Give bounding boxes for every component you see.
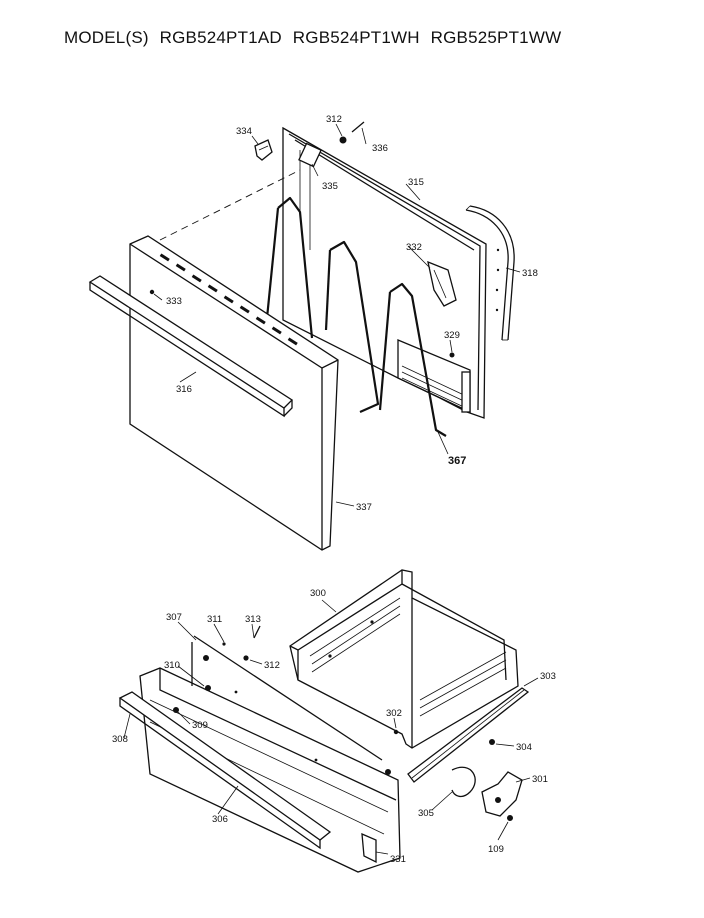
callout-312-lower: 312: [264, 660, 280, 671]
screw-313: [253, 625, 261, 639]
drawer-body-300: [289, 569, 519, 749]
callout-318: 318: [522, 268, 538, 279]
nut-304: [489, 739, 495, 745]
screw-312-336: [339, 121, 365, 144]
callout-312-upper: 312: [326, 114, 342, 125]
alignment-dash-line: [159, 169, 301, 241]
bracket-332: [427, 260, 457, 307]
callout-306: 306: [212, 814, 228, 825]
drawer-rail-303: [407, 687, 530, 783]
callout-109: 109: [488, 844, 504, 855]
screw-310: [203, 655, 209, 661]
outer-door-panel-337: [129, 235, 339, 551]
drawer-front-306: [139, 667, 401, 873]
drawer-top-strip-307: [173, 625, 383, 761]
screw-329-dot: [449, 352, 455, 358]
callout-labels: 334 312 336 335 315 332 318 333 329 316 …: [112, 114, 556, 865]
spring-clip-305: [451, 766, 476, 798]
callout-313: 313: [245, 614, 261, 625]
bracket-301: [481, 771, 523, 821]
callout-304: 304: [516, 742, 532, 753]
callout-331: 331: [390, 854, 406, 865]
door-spring-rods-367: [264, 196, 447, 437]
door-inner-liner-315: [282, 126, 487, 419]
callout-335: 335: [322, 181, 338, 192]
model-number-2: RGB524PT1WH: [292, 28, 420, 47]
callout-336: 336: [372, 143, 388, 154]
callout-333: 333: [166, 296, 182, 307]
callout-332: 332: [406, 242, 422, 253]
screw-309: [173, 707, 179, 713]
callout-301: 301: [532, 774, 548, 785]
callout-305: 305: [418, 808, 434, 819]
callout-311: 311: [207, 614, 222, 625]
screw-312-lower: [243, 655, 249, 661]
clip-334: [254, 139, 273, 161]
callout-337: 337: [356, 502, 372, 513]
door-seal-318: [465, 205, 515, 341]
callout-316: 316: [176, 384, 192, 395]
model-prefix: MODEL(S): [64, 28, 149, 47]
leader-lines: [123, 123, 539, 855]
screw-333-dot: [149, 289, 155, 295]
callout-302: 302: [386, 708, 402, 719]
callout-308: 308: [112, 734, 128, 745]
model-header: MODEL(S) RGB524PT1AD RGB524PT1WH RGB525P…: [64, 28, 567, 48]
screw-302-dot: [393, 729, 399, 735]
drawer-handle-308: [118, 691, 332, 850]
callout-315: 315: [408, 177, 424, 188]
bracket-331: [361, 832, 377, 864]
callout-367: 367: [448, 455, 466, 467]
callout-303: 303: [540, 671, 556, 682]
screw-311: [222, 642, 226, 646]
callout-300: 300: [310, 588, 326, 599]
callout-329: 329: [444, 330, 460, 341]
model-number-1: RGB524PT1AD: [159, 28, 282, 47]
door-handle-316: [88, 275, 294, 418]
screw-109: [507, 815, 513, 821]
callout-307: 307: [166, 612, 182, 623]
callout-309: 309: [192, 720, 208, 731]
model-number-3: RGB525PT1WW: [430, 28, 562, 47]
callout-310: 310: [164, 660, 180, 671]
callout-334: 334: [236, 126, 252, 137]
